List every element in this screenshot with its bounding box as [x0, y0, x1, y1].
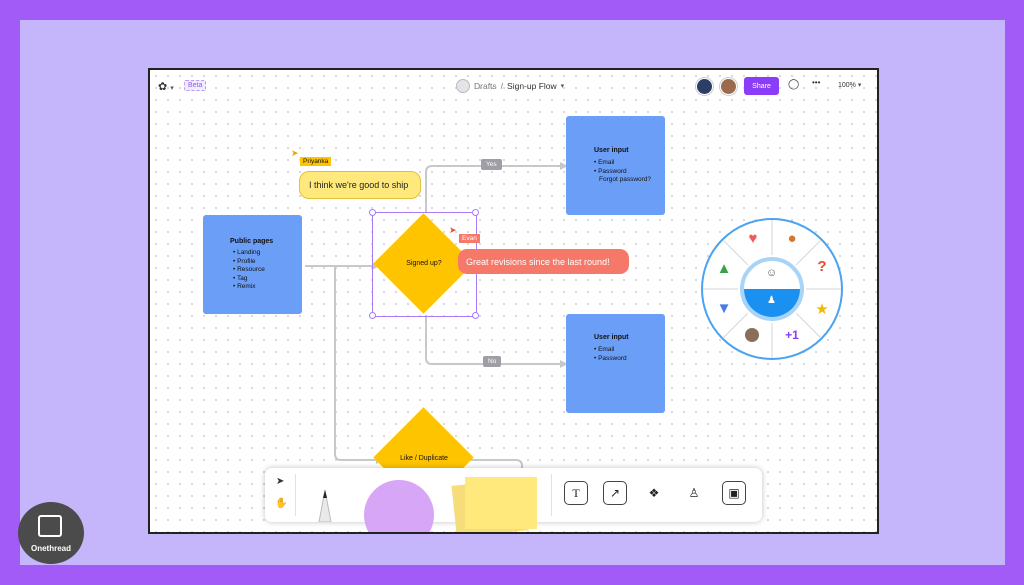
- cursor-name-tag: Priyanka: [300, 157, 332, 166]
- avatar[interactable]: [745, 328, 759, 342]
- list-item: • Email: [594, 159, 615, 166]
- bottom-toolbar: ➤ ✋ T ↗ ❖ ♙ ▣: [265, 468, 762, 532]
- list-item: • Profile: [233, 257, 256, 265]
- box-list: • Email • Password: [594, 346, 627, 363]
- user-input-box-top[interactable]: User input • Email • Password Forgot pas…: [566, 116, 665, 215]
- wheel-dividers: [703, 220, 841, 358]
- image-icon[interactable]: ▣: [722, 481, 746, 505]
- thumbs-up-icon[interactable]: ▲: [716, 260, 732, 277]
- hand-icon[interactable]: ✋: [275, 498, 288, 509]
- chevron-down-icon[interactable]: ▾: [560, 83, 565, 90]
- file-name[interactable]: Sign-up Flow: [507, 81, 557, 91]
- chevron-down-icon: ▾: [857, 82, 862, 89]
- yes-label: Yes: [481, 159, 502, 170]
- list-item: • Password: [594, 354, 627, 362]
- text-tool-icon[interactable]: T: [564, 481, 588, 505]
- list-item: • Email: [594, 346, 615, 353]
- wheel-center-fill: ♟: [744, 289, 800, 317]
- star-icon[interactable]: ★: [815, 301, 829, 318]
- comment-bubble[interactable]: Great revisions since the last round!: [458, 249, 629, 274]
- box-title: Public pages: [230, 238, 274, 245]
- resize-handle[interactable]: [369, 312, 376, 319]
- wheel-center[interactable]: ☺ ♟: [740, 257, 804, 321]
- onethread-box-icon: [38, 515, 62, 537]
- cookie-icon[interactable]: ●: [787, 230, 797, 247]
- brand-name: Onethread: [30, 544, 71, 553]
- heart-icon[interactable]: ♥: [748, 230, 758, 247]
- plus-one-icon[interactable]: +1: [785, 328, 799, 342]
- components-icon[interactable]: ❖: [648, 486, 660, 500]
- resize-handle[interactable]: [472, 209, 479, 216]
- more-menu-icon[interactable]: •••: [812, 78, 821, 87]
- like-duplicate-label: Like / Duplicate: [400, 455, 448, 462]
- box-title: User input: [594, 147, 629, 154]
- box-list: • Landing • Profile • Resource • Tag • R…: [233, 249, 265, 292]
- no-label: No: [483, 356, 502, 367]
- select-arrow-icon[interactable]: ➤: [276, 476, 285, 487]
- avatar[interactable]: [696, 78, 713, 95]
- breadcrumb-parent[interactable]: Drafts: [474, 81, 497, 91]
- list-item: • Landing: [233, 249, 261, 256]
- avatar[interactable]: [720, 78, 737, 95]
- top-bar: ✿ ▾ Beta Drafts / Sign-up Flow ▾ Share ◯…: [150, 70, 877, 104]
- resize-handle[interactable]: [369, 209, 376, 216]
- zoom-level[interactable]: 100% ▾: [838, 82, 862, 89]
- user-icon: ♟: [767, 295, 776, 306]
- stamp-icon[interactable]: ♙: [688, 486, 700, 500]
- cursor-icon: ➤: [291, 148, 299, 158]
- list-item: • Resource: [233, 266, 265, 273]
- thumbs-down-icon[interactable]: ▼: [716, 300, 732, 317]
- divider: [551, 474, 552, 516]
- chevron-down-icon: ▾: [170, 85, 174, 92]
- figjam-window: ✿ ▾ Beta Drafts / Sign-up Flow ▾ Share ◯…: [148, 68, 879, 534]
- connector-tool-icon[interactable]: ↗: [603, 481, 627, 505]
- comment-icon[interactable]: ◯: [788, 79, 800, 90]
- resize-handle[interactable]: [472, 312, 479, 319]
- divider: [295, 474, 296, 516]
- decision-label: Signed up?: [406, 260, 442, 267]
- list-item: • Tag: [233, 274, 248, 282]
- box-list: • Email • Password Forgot password?: [594, 159, 651, 185]
- public-pages-box[interactable]: Public pages • Landing • Profile • Resou…: [203, 215, 302, 314]
- question-icon[interactable]: ?: [817, 258, 827, 275]
- figma-logo-icon[interactable]: ✿ ▾: [158, 81, 174, 93]
- cursor-icon: ➤: [449, 225, 457, 235]
- sticky-note-tool[interactable]: [465, 477, 537, 529]
- breadcrumb-separator: /: [500, 81, 504, 91]
- onethread-logo: Onethread: [18, 502, 84, 564]
- shape-tool-circle[interactable]: [364, 480, 434, 532]
- cursor-name-tag: Evan: [459, 234, 480, 243]
- list-item: • Password: [594, 167, 627, 175]
- breadcrumb: Drafts / Sign-up Flow ▾: [456, 79, 564, 93]
- box-title: User input: [594, 334, 629, 341]
- smiley-icon: ☺: [766, 267, 778, 279]
- list-item: • Remix: [233, 283, 256, 290]
- reaction-wheel[interactable]: ♥ ● ▲ ? ▼ ★ +1 ☺ ♟: [701, 218, 843, 360]
- marker-icon[interactable]: [311, 476, 341, 522]
- project-icon: [456, 79, 470, 93]
- share-button[interactable]: Share: [744, 77, 779, 95]
- user-input-box-bottom[interactable]: User input • Email • Password: [566, 314, 665, 413]
- list-item: Forgot password?: [599, 176, 652, 183]
- comment-bubble[interactable]: I think we're good to ship: [299, 171, 421, 199]
- beta-badge: Beta: [184, 80, 207, 91]
